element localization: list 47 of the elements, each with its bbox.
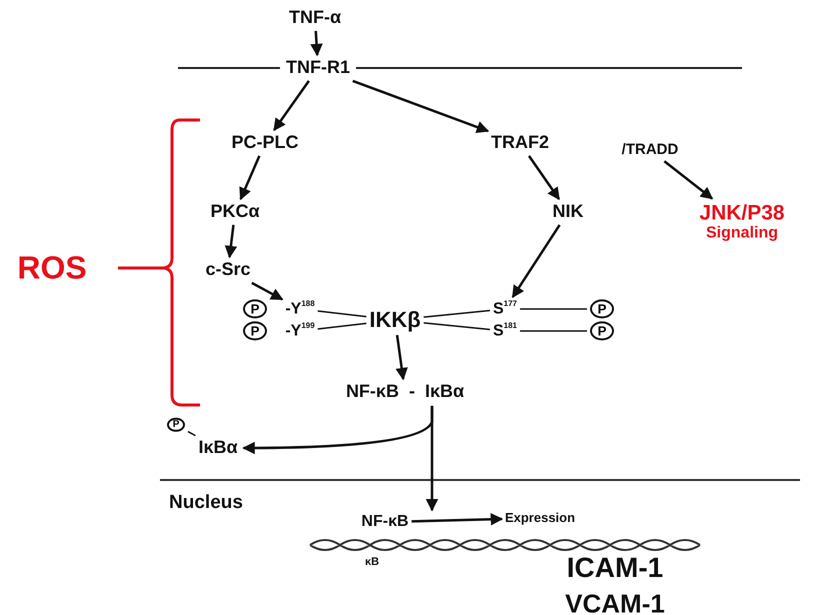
node-label: c-Src <box>205 260 251 280</box>
arrow <box>664 160 714 200</box>
node-label: PKCα <box>210 202 260 222</box>
arrow <box>273 80 310 132</box>
connector-line <box>318 310 366 318</box>
node-label: Expression <box>504 510 576 526</box>
text-label: Nucleus <box>169 492 243 514</box>
node-label: JNK/P38 <box>699 202 785 225</box>
text-label: VCAM-1 <box>565 588 665 615</box>
node-label: S$^{177}$ <box>492 300 518 318</box>
arrow <box>528 155 560 200</box>
arrow <box>512 224 561 298</box>
node-label: IκBα <box>198 438 238 458</box>
node-label: TRAF2 <box>491 133 549 153</box>
connector-line <box>188 430 196 436</box>
arrow <box>239 155 261 200</box>
connector-line <box>318 322 366 330</box>
phosphate-circle: P <box>243 299 267 319</box>
arrow <box>426 406 438 512</box>
node-label: NF-κB <box>361 513 409 531</box>
node-label: NIK <box>552 202 584 222</box>
node-label: S$^{181}$ <box>492 322 518 340</box>
node-label: -Y$^{188}$ <box>285 300 315 318</box>
arrow <box>310 30 323 56</box>
text-label: ROS <box>17 250 87 286</box>
arrow <box>412 513 504 526</box>
node-label: Signaling <box>706 224 778 242</box>
phosphate-circle: P <box>590 299 614 319</box>
connector-line <box>520 308 587 310</box>
phosphate-circle: P <box>590 321 614 341</box>
connector-line <box>424 310 490 318</box>
arrow <box>224 224 238 258</box>
connector-line <box>520 330 587 332</box>
node-label: PC-PLC <box>232 133 298 153</box>
phosphate-circle: P <box>243 321 267 341</box>
node-label: -Y$^{199}$ <box>285 322 315 340</box>
node-label: IKKβ <box>369 308 421 332</box>
text-label: κB <box>364 556 380 568</box>
node-label: /TRADD <box>622 142 678 158</box>
arrow <box>395 334 408 380</box>
text-label: ICAM-1 <box>566 552 664 584</box>
node-label: TNF-α <box>288 8 342 28</box>
arrow <box>352 80 490 134</box>
node-label: NF-κB - IκBα <box>346 382 464 402</box>
phosphate-circle: P <box>167 418 185 432</box>
arrow <box>251 282 284 301</box>
connector-line <box>424 322 490 330</box>
